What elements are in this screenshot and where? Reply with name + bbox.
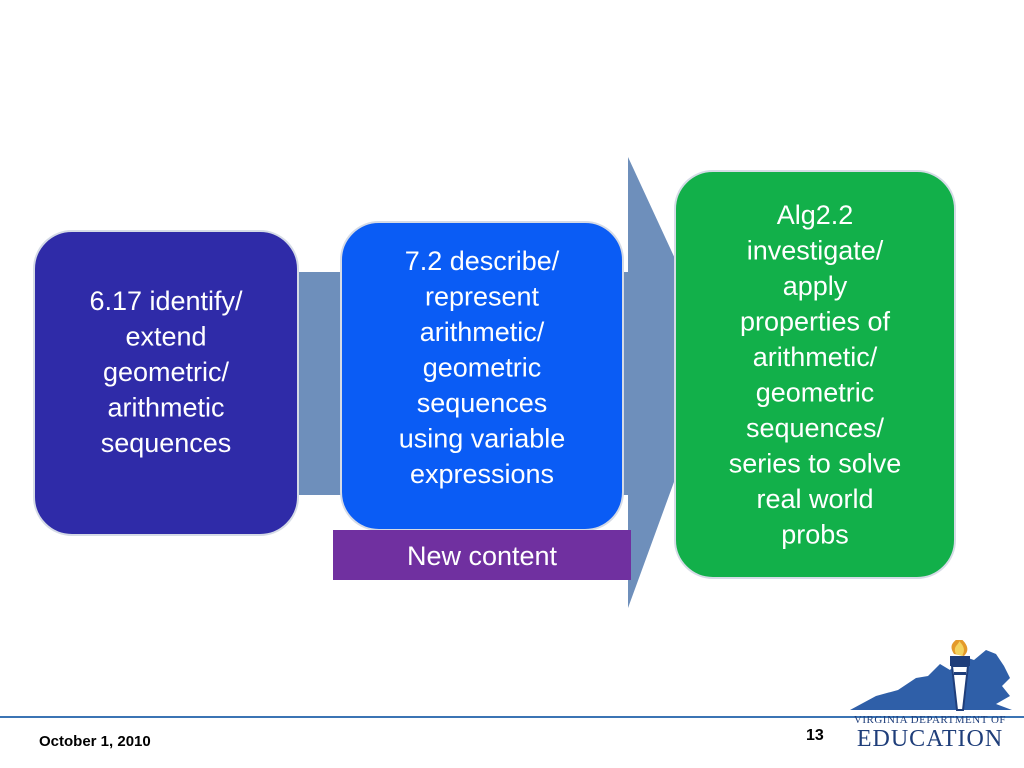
footer-date: October 1, 2010: [39, 733, 151, 750]
box-1-line-0: 7.2 describe/: [405, 246, 560, 276]
box-2-line-4: arithmetic/: [753, 342, 878, 372]
box-2-line-7: series to solve: [729, 449, 902, 479]
box-2-line-0: Alg2.2: [777, 200, 854, 230]
box-2-line-1: investigate/: [747, 236, 884, 266]
box-2-line-5: geometric: [756, 378, 875, 408]
footer-rule: [0, 716, 1024, 718]
box-2-line-3: properties of: [740, 307, 891, 337]
box-0-line-1: extend: [125, 322, 206, 352]
box-alg2-2-text: Alg2.2 investigate/apply properties of arit…: [729, 200, 902, 550]
logo-line-2: EDUCATION: [856, 726, 1004, 752]
box-1-line-3: geometric: [423, 353, 542, 383]
box-2-line-9: probs: [781, 520, 849, 550]
box-2-line-8: real world: [756, 484, 873, 514]
box-0-line-0: 6.17 identify/: [89, 286, 243, 316]
box-7-2-text: 7.2 describe/represent arithmetic/geometr…: [399, 246, 566, 489]
box-0-line-3: arithmetic: [107, 393, 224, 423]
box-1-line-4: sequences: [417, 388, 548, 418]
box-6-17-text: 6.17 identify/extend geometric/arithmetic…: [89, 286, 243, 458]
virginia-torch-logo-icon: [850, 636, 1012, 711]
box-1-line-1: represent: [425, 282, 540, 312]
box-6-17-identify-extend: [33, 230, 299, 536]
logo-line-1: VIRGINIA DEPARTMENT OF: [853, 714, 1007, 726]
box-0-line-4: sequences: [101, 428, 232, 458]
virginia-department-of-education-logo: VIRGINIA DEPARTMENT OF EDUCATION: [846, 636, 1016, 758]
new-content-label: [333, 530, 631, 580]
box-1-line-2: arithmetic/: [420, 317, 545, 347]
box-1-line-5: using variable: [399, 424, 566, 454]
box-1-line-6: expressions: [410, 459, 554, 489]
box-2-line-2: apply: [783, 271, 848, 301]
box-0-line-2: geometric/: [103, 357, 230, 387]
box-2-line-6: sequences/: [746, 413, 885, 443]
page-number: 13: [806, 727, 824, 744]
box-alg2-2-investigate-apply: [674, 170, 956, 579]
new-content-label-text: New content: [407, 541, 558, 571]
